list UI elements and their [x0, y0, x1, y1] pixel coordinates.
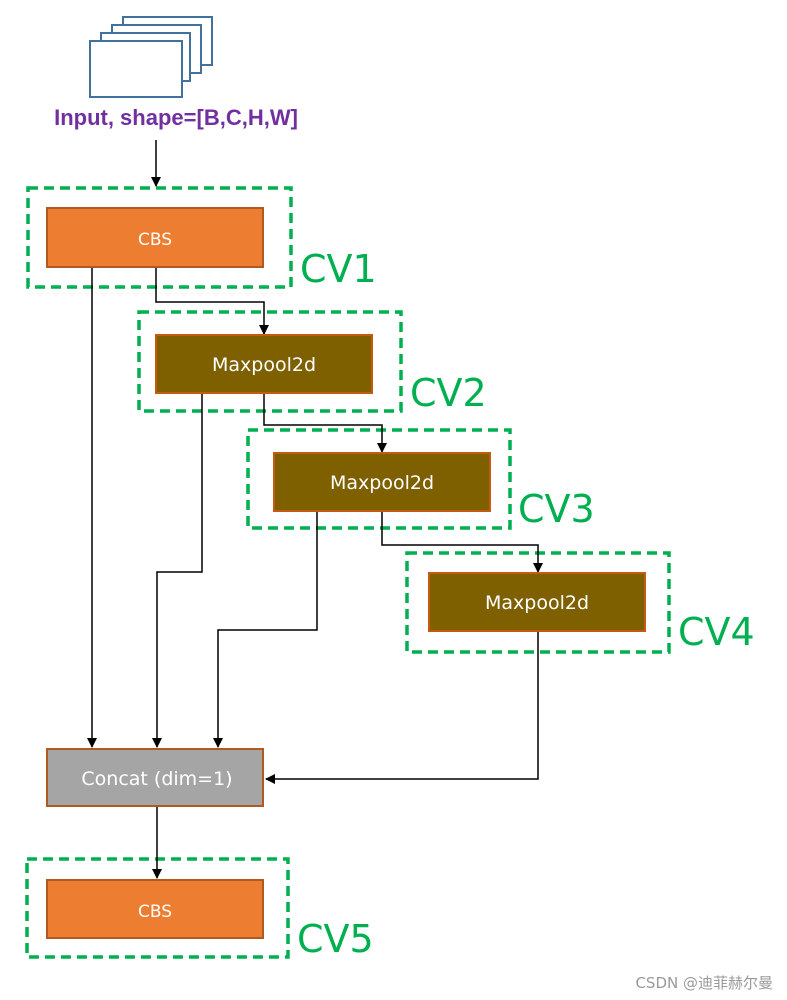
- group-cv3-border: [246, 428, 512, 530]
- node-maxpool2: Maxpool2d: [273, 452, 491, 512]
- node-concat-label: Concat (dim=1): [81, 768, 232, 790]
- group-cv4-label: CV4: [678, 610, 755, 654]
- group-cv5-label: CV5: [297, 917, 374, 961]
- node-maxpool3: Maxpool2d: [428, 572, 646, 632]
- node-cbs1-label: CBS: [138, 230, 172, 250]
- connectors: [87, 140, 543, 879]
- group-cv2-label: CV2: [410, 371, 487, 415]
- group-cv1-border: [26, 186, 293, 289]
- watermark-text: CSDN @迪菲赫尔曼: [635, 974, 773, 992]
- arrow-maxpool2-to-maxpool3: [381, 511, 543, 573]
- input-shape-label: Input, shape=[B,C,H,W]: [54, 105, 298, 130]
- node-cbs2: CBS: [46, 879, 264, 939]
- group-cv3-label: CV3: [518, 487, 595, 531]
- arrow-maxpool1-to-concat: [152, 392, 203, 748]
- arrow-maxpool3-to-concat: [265, 631, 539, 784]
- group-cv1-label: CV1: [300, 247, 377, 291]
- arrow-maxpool2-to-concat: [213, 511, 318, 748]
- node-maxpool1: Maxpool2d: [155, 334, 373, 394]
- node-maxpool2-label: Maxpool2d: [330, 472, 434, 494]
- node-cbs2-label: CBS: [138, 902, 172, 922]
- node-cbs1: CBS: [46, 207, 264, 268]
- node-concat: Concat (dim=1): [46, 748, 264, 807]
- arrow-maxpool1-to-maxpool2: [263, 394, 387, 453]
- node-maxpool1-label: Maxpool2d: [212, 354, 316, 376]
- node-maxpool3-label: Maxpool2d: [485, 592, 589, 614]
- input-stack-icon: [89, 16, 213, 98]
- group-cv2-border: [137, 310, 403, 413]
- arrow-cbs-to-maxpool1: [155, 268, 269, 335]
